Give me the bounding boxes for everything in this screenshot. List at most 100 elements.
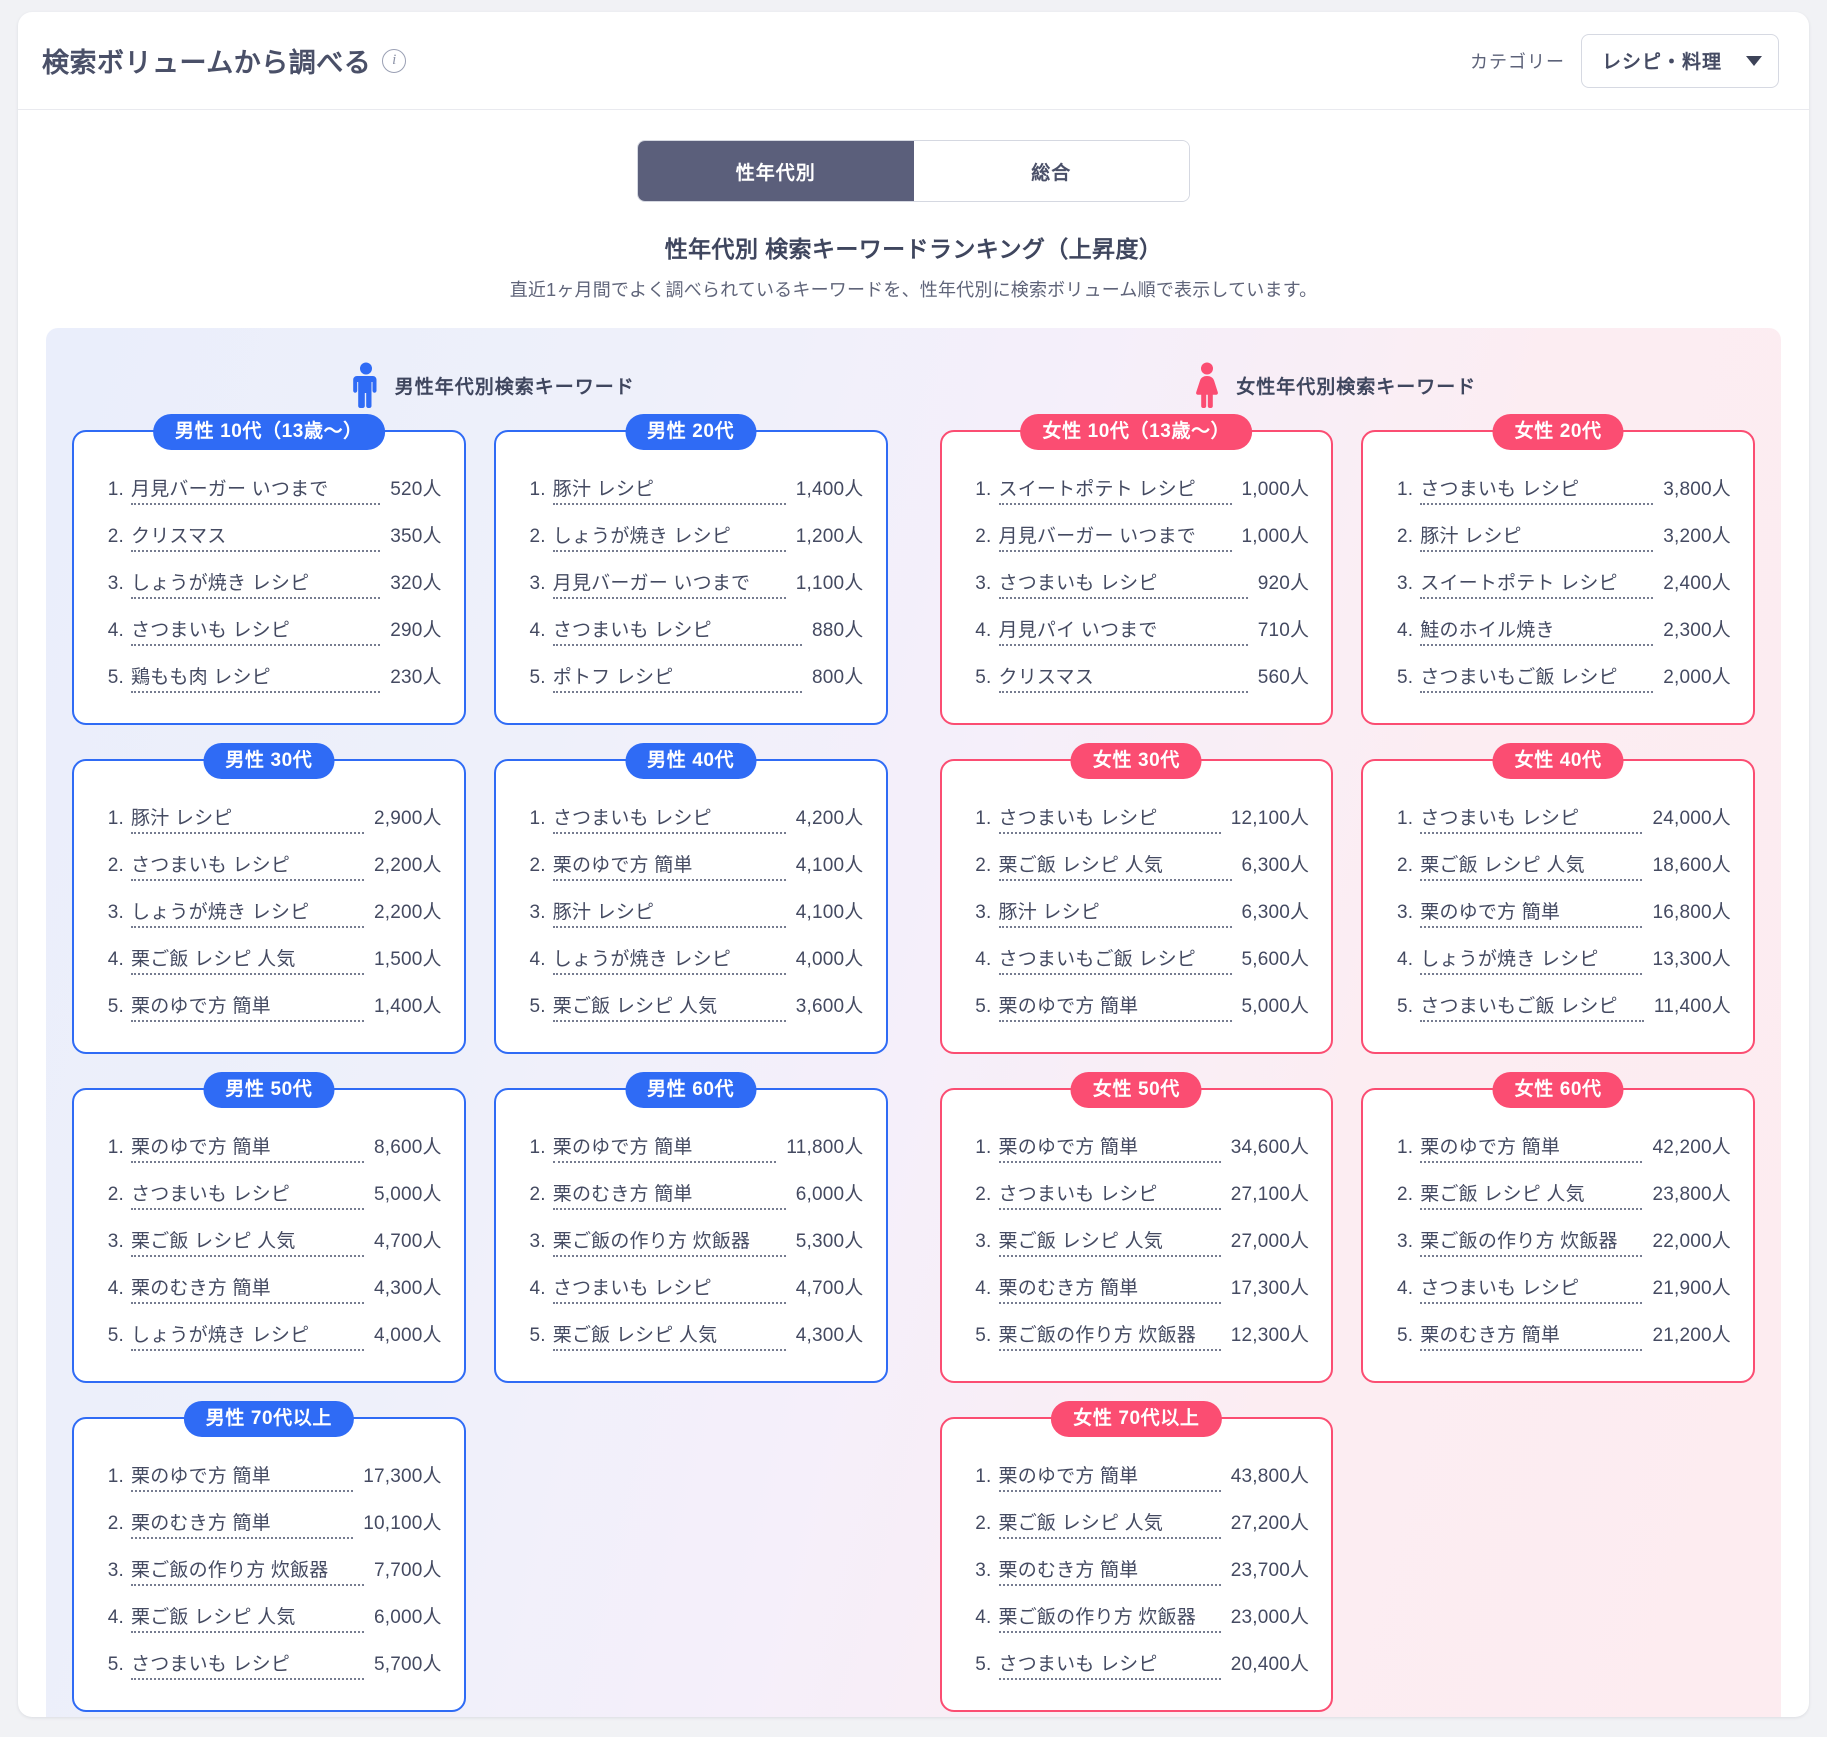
keyword-term[interactable]: 月見バーガー いつまで (552, 568, 786, 599)
keyword-term[interactable]: 栗のむき方 簡単 (552, 1179, 786, 1210)
keyword-term[interactable]: 栗ご飯の作り方 炊飯器 (131, 1555, 364, 1586)
keyword-term[interactable]: しょうが焼き レシピ (552, 521, 786, 552)
keyword-term[interactable]: 栗のゆで方 簡単 (131, 991, 364, 1022)
keyword-term[interactable]: 栗のゆで方 簡単 (998, 1132, 1221, 1163)
keyword-term[interactable]: 栗のゆで方 簡単 (131, 1132, 364, 1163)
keyword-term[interactable]: 栗ご飯 レシピ 人気 (998, 850, 1232, 881)
category-select[interactable]: レシピ・料理 (1581, 33, 1779, 88)
keyword-term[interactable]: 月見バーガー いつまで (998, 521, 1232, 552)
keyword-term[interactable]: 鶏もも肉 レシピ (131, 662, 381, 693)
keyword-term[interactable]: さつまいも レシピ (131, 850, 364, 881)
keyword-rank: 2. (1397, 855, 1414, 876)
keyword-term[interactable]: 栗のむき方 簡単 (1420, 1320, 1643, 1351)
keyword-term[interactable]: 栗ご飯 レシピ 人気 (131, 1226, 364, 1257)
keyword-term[interactable]: 栗ご飯 レシピ 人気 (131, 944, 364, 975)
keyword-term[interactable]: 栗のゆで方 簡単 (1420, 1132, 1643, 1163)
keyword-rank: 2. (107, 855, 124, 876)
keyword-term[interactable]: 栗ご飯 レシピ 人気 (552, 1320, 786, 1351)
keyword-term[interactable]: しょうが焼き レシピ (1420, 944, 1643, 975)
keyword-term[interactable]: さつまいもご飯 レシピ (1420, 991, 1644, 1022)
info-icon[interactable]: i (382, 48, 407, 73)
keyword-term[interactable]: 豚汁 レシピ (552, 897, 786, 928)
keyword-term[interactable]: 栗ご飯 レシピ 人気 (1420, 1179, 1643, 1210)
keyword-term[interactable]: さつまいも レシピ (998, 568, 1248, 599)
keyword-term[interactable]: 豚汁 レシピ (552, 474, 786, 505)
keyword-term[interactable]: さつまいも レシピ (1420, 474, 1654, 505)
keyword-term[interactable]: さつまいも レシピ (998, 1649, 1221, 1680)
keyword-term[interactable]: 鮭のホイル焼き (1420, 615, 1654, 646)
tab-by-gender-age[interactable]: 性年代別 (638, 141, 914, 201)
keyword-term[interactable]: スイートポテト レシピ (998, 474, 1232, 505)
keyword-rank: 4. (107, 1607, 124, 1628)
keyword-term[interactable]: スイートポテト レシピ (1420, 568, 1654, 599)
keyword-term[interactable]: さつまいもご飯 レシピ (1420, 662, 1654, 693)
keyword-term[interactable]: 栗ご飯 レシピ 人気 (998, 1508, 1221, 1539)
keyword-term[interactable]: さつまいも レシピ (552, 803, 786, 834)
keyword-term[interactable]: 豚汁 レシピ (998, 897, 1232, 928)
keyword-rank: 5. (975, 1654, 992, 1675)
keyword-term[interactable]: 豚汁 レシピ (131, 803, 364, 834)
keyword-term[interactable]: しょうが焼き レシピ (131, 568, 381, 599)
keyword-rank: 2. (529, 855, 546, 876)
keyword-term[interactable]: しょうが焼き レシピ (131, 897, 364, 928)
keyword-term[interactable]: さつまいも レシピ (552, 1273, 786, 1304)
keyword-term[interactable]: 栗ご飯の作り方 炊飯器 (1420, 1226, 1643, 1257)
keyword-term[interactable]: さつまいも レシピ (552, 615, 802, 646)
keyword-term[interactable]: クリスマス (131, 521, 381, 552)
keyword-term[interactable]: 栗ご飯の作り方 炊飯器 (552, 1226, 786, 1257)
keyword-volume: 1,100人 (795, 573, 864, 594)
keyword-term[interactable]: 栗ご飯 レシピ 人気 (998, 1226, 1221, 1257)
keyword-term[interactable]: 栗ご飯 レシピ 人気 (552, 991, 786, 1022)
keyword-term[interactable]: さつまいもご飯 レシピ (998, 944, 1232, 975)
keyword-term[interactable]: 栗のむき方 簡単 (998, 1555, 1221, 1586)
keyword-rank: 2. (107, 1184, 124, 1205)
keyword-term[interactable]: クリスマス (998, 662, 1248, 693)
keyword-term[interactable]: 栗ご飯の作り方 炊飯器 (998, 1602, 1221, 1633)
keyword-term[interactable]: 栗のゆで方 簡単 (552, 1132, 777, 1163)
keyword-term[interactable]: 栗のゆで方 簡単 (552, 850, 786, 881)
keyword-term[interactable]: 栗のむき方 簡単 (998, 1273, 1221, 1304)
card-badge: 女性 10代（13歳〜） (1020, 414, 1253, 450)
keyword-term[interactable]: 栗ご飯 レシピ 人気 (1420, 850, 1643, 881)
keyword-term[interactable]: 栗のむき方 簡単 (131, 1508, 354, 1539)
keyword-term[interactable]: 栗のゆで方 簡単 (998, 1461, 1221, 1492)
keyword-rank: 5. (529, 1325, 546, 1346)
tab-overall[interactable]: 総合 (913, 141, 1189, 201)
keyword-term[interactable]: 栗ご飯 レシピ 人気 (131, 1602, 364, 1633)
keyword-term[interactable]: しょうが焼き レシピ (131, 1320, 364, 1351)
keyword-term[interactable]: 豚汁 レシピ (1420, 521, 1654, 552)
keyword-term[interactable]: 栗のむき方 簡単 (131, 1273, 364, 1304)
keyword-term[interactable]: 栗のゆで方 簡単 (1420, 897, 1643, 928)
keyword-term[interactable]: さつまいも レシピ (998, 803, 1221, 834)
keyword-term[interactable]: さつまいも レシピ (1420, 803, 1643, 834)
keyword-term[interactable]: しょうが焼き レシピ (552, 944, 786, 975)
keyword-term[interactable]: 栗ご飯の作り方 炊飯器 (998, 1320, 1221, 1351)
keyword-term[interactable]: 月見バーガー いつまで (131, 474, 381, 505)
keyword-volume: 1,000人 (1241, 479, 1310, 500)
keyword-term[interactable]: ポトフ レシピ (552, 662, 802, 693)
card-badge: 女性 40代 (1492, 743, 1624, 779)
keyword-term[interactable]: 栗のゆで方 簡単 (998, 991, 1232, 1022)
keyword-term[interactable]: さつまいも レシピ (131, 615, 381, 646)
keyword-term[interactable]: さつまいも レシピ (131, 1179, 364, 1210)
keyword-term[interactable]: さつまいも レシピ (1420, 1273, 1643, 1304)
keyword-term[interactable]: さつまいも レシピ (131, 1649, 364, 1680)
keyword-term[interactable]: 栗のゆで方 簡単 (131, 1461, 354, 1492)
keyword-term[interactable]: さつまいも レシピ (998, 1179, 1221, 1210)
keyword-term[interactable]: 月見パイ いつまで (998, 615, 1248, 646)
